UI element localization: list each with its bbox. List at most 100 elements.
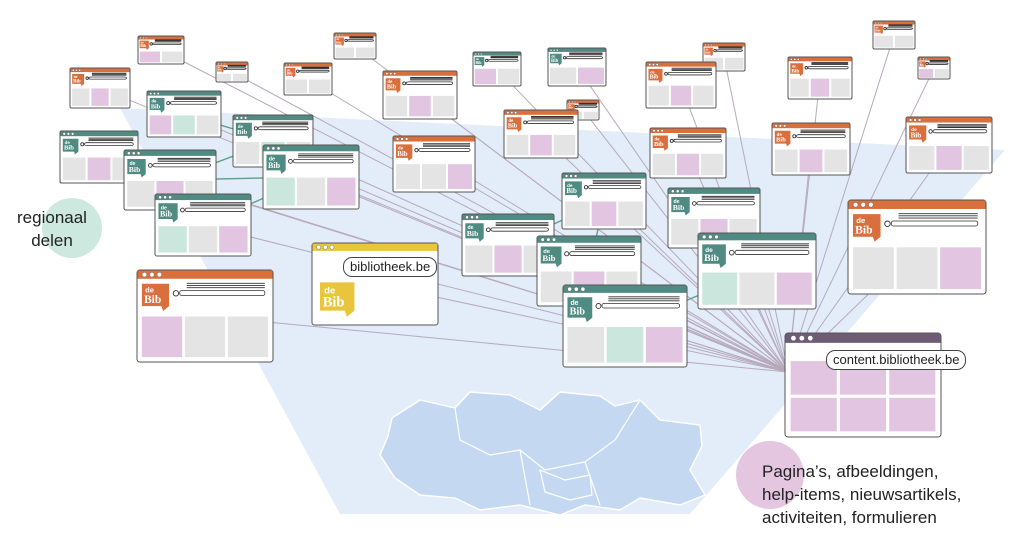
content-tile [963,145,989,170]
logo-text-bib: Bib [397,151,407,158]
window-dot [704,43,707,47]
window-dot [66,132,70,136]
window-titlebar [548,48,606,52]
window-titlebar [788,57,852,62]
window-dot [790,58,793,61]
search-bar [84,142,134,146]
content-tile [235,141,260,165]
window-dot [136,151,141,155]
window-dot [78,69,81,72]
content-tile [474,68,496,85]
content-tile [219,226,248,253]
window-dot [790,335,797,342]
window-dot [163,195,167,200]
window-dot [235,116,239,120]
window-titlebar [785,333,941,343]
window-dot [874,21,877,25]
window-dot [556,49,559,52]
window-dot [880,21,883,25]
content-tile [693,85,714,106]
window-titlebar [473,52,521,56]
logo-text-de: de [705,247,713,254]
search-bar [807,66,849,70]
content-tile [935,69,949,78]
search-icon [583,185,589,190]
link-line-site-window-33 [204,313,789,373]
bibliotheek-url-pill: bibliotheek.be [343,257,438,277]
content-tile [217,73,231,81]
window-dot [316,244,321,250]
content-tile [432,95,455,117]
window-titlebar [562,173,646,179]
logo-text-de: de [65,140,71,145]
logo-text-bib: Bib [776,137,786,144]
search-bar [184,207,246,212]
link-line-site-window-12 [419,94,789,373]
window-dot [510,111,514,115]
window-titlebar [906,117,992,123]
content-tile [87,157,111,181]
logo-text-de: de [337,39,340,41]
search-bar [405,81,453,85]
search-bar [257,126,309,131]
content-tile [940,247,982,290]
content-tile [896,247,938,290]
search-bar [169,101,217,105]
window-dot [540,237,545,242]
content-tile [91,88,109,106]
logo-text-bib: Bib [910,131,921,139]
search-bar [88,76,127,80]
window-dot [149,92,153,95]
window-titlebar [334,33,376,37]
content-tile [618,201,643,226]
window-dot [72,69,75,72]
window-titlebar [650,128,726,133]
content-tile [335,47,354,58]
search-bar [526,120,574,124]
content-tile [530,134,552,156]
window-titlebar [124,150,216,156]
content-tile [889,397,936,432]
logo-text-bib: Bib [673,203,685,212]
window-dot [393,72,397,76]
logo-text-de: de [218,67,220,69]
logo-text-bib: Bib [336,40,341,44]
search-icon [166,101,171,106]
logo-text-bib: Bib [237,129,247,136]
window-dot [913,118,917,122]
content-tile [810,78,830,97]
logo-text-bib: Bib [704,253,719,264]
search-bar [569,251,636,256]
window-dot [75,69,78,72]
logo-text-de: de [74,75,78,79]
window-dot [145,36,148,40]
window-titlebar [646,62,716,67]
mint-circle [42,198,102,258]
content-tile [567,327,605,363]
window-dot [239,116,243,120]
logo-text-bib: Bib [508,123,518,130]
content-tile [670,85,692,106]
content-tile [701,153,724,176]
window-dot [477,52,480,56]
content-tile [188,226,218,253]
window-dot [714,234,719,240]
search-icon [85,76,89,80]
content-tile [550,67,576,84]
content-tile [141,316,183,358]
